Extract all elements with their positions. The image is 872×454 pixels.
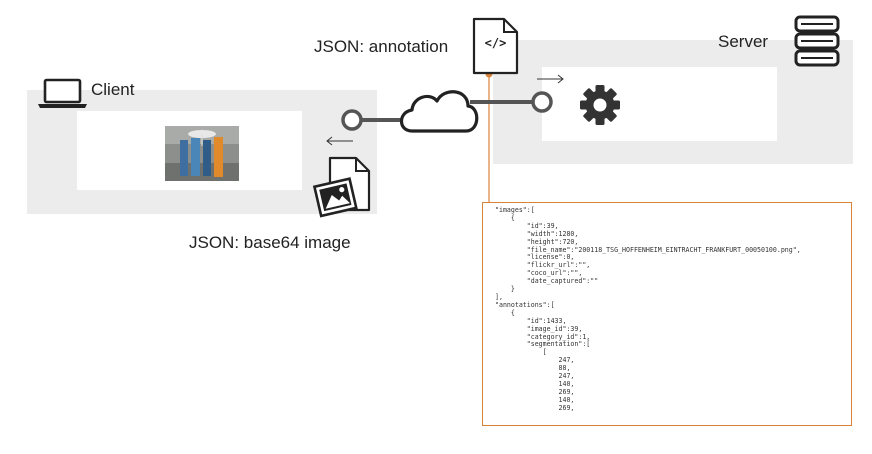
json-line: "category_id":1, xyxy=(495,332,591,341)
client-direction-arrow xyxy=(326,136,353,146)
gear-icon xyxy=(580,85,620,125)
server-connector-node xyxy=(531,91,553,113)
json-line: "height":720, xyxy=(495,237,579,246)
json-line: 140, xyxy=(495,395,575,404)
json-line: ], xyxy=(495,292,503,301)
laptop-icon xyxy=(38,78,87,108)
json-line: 269, xyxy=(495,387,575,396)
json-line: "license":0, xyxy=(495,253,575,262)
json-line: "image_id":39, xyxy=(495,324,583,333)
json-line: "file_name":"200118_TSG_HOFFENHEIM_EINTR… xyxy=(495,245,801,254)
json-line: } xyxy=(495,285,515,294)
json-sample-box: "images":[ { "id":39, "width":1280, "hei… xyxy=(482,202,852,426)
json-line: 247, xyxy=(495,372,575,381)
cloud-icon xyxy=(399,90,479,133)
json-line: "coco_url":"", xyxy=(495,269,583,278)
json-line: "id":39, xyxy=(495,221,559,230)
code-glyph: </> xyxy=(484,36,507,50)
json-line: "segmentation":[ xyxy=(495,340,591,349)
json-line: 247, xyxy=(495,356,575,365)
server-label: Server xyxy=(718,32,769,51)
client-label: Client xyxy=(91,80,135,99)
image-file-icon xyxy=(312,156,371,218)
json-annotation-label: JSON: annotation xyxy=(314,37,449,56)
photo-thumbnail xyxy=(165,126,239,181)
json-line: "width":1280, xyxy=(495,229,579,238)
json-line: "annotations":[ xyxy=(495,300,555,309)
json-line: 88, xyxy=(495,364,571,373)
json-sample-text: "images":[ { "id":39, "width":1280, "hei… xyxy=(483,203,851,413)
client-connector-node xyxy=(341,109,363,131)
json-line: "id":1433, xyxy=(495,316,567,325)
server-icon xyxy=(794,15,840,67)
json-base64-label: JSON: base64 image xyxy=(189,233,351,252)
json-line: { xyxy=(495,308,515,317)
json-line: { xyxy=(495,213,515,222)
json-line: 269, xyxy=(495,403,575,412)
json-line: "images":[ xyxy=(495,206,535,214)
server-direction-arrow xyxy=(537,74,564,84)
json-line: "flickr_url":"", xyxy=(495,261,591,270)
json-line: [ xyxy=(495,348,547,357)
code-file-icon xyxy=(472,17,519,75)
json-line: "date_captured":"" xyxy=(495,277,599,286)
json-line: 140, xyxy=(495,379,575,388)
